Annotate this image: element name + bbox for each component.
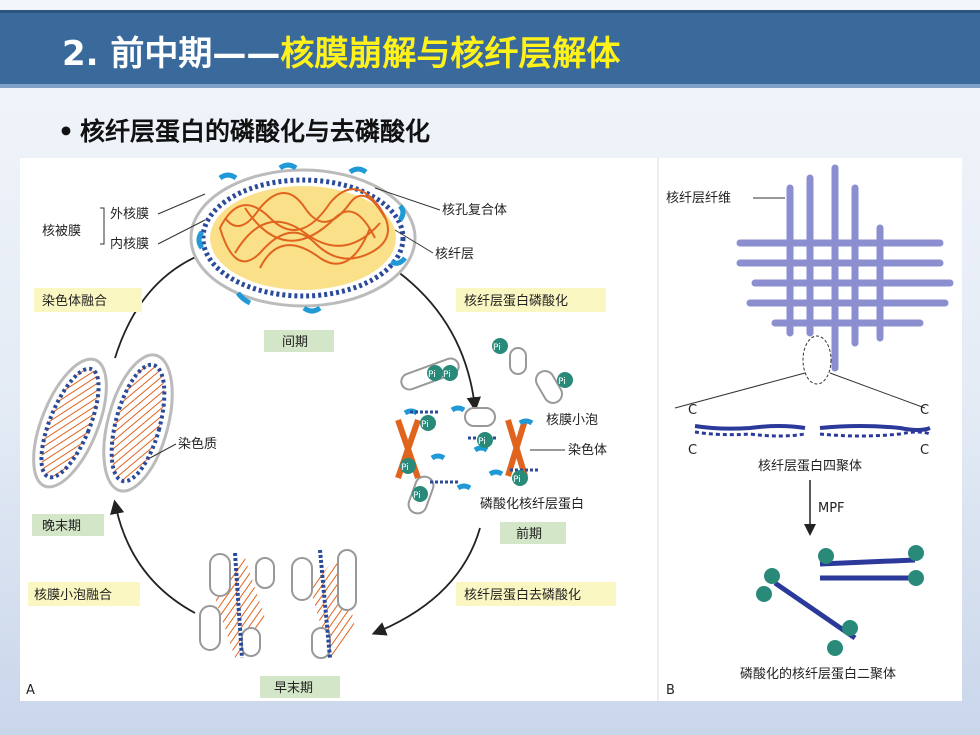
svg-text:染色体融合: 染色体融合 <box>42 293 107 309</box>
svg-text:Pi: Pi <box>478 437 486 447</box>
svg-text:晚末期: 晚末期 <box>42 519 81 534</box>
svg-text:Pi: Pi <box>421 420 429 430</box>
lamina-fiber-mesh <box>736 164 954 372</box>
box-vesicle-fusion <box>28 582 140 606</box>
svg-text:Pi: Pi <box>443 370 451 380</box>
dimers <box>773 557 916 641</box>
cycle-arrow-4 <box>110 499 196 614</box>
svg-text:Pi: Pi <box>558 377 566 387</box>
svg-text:间期: 间期 <box>282 335 308 350</box>
svg-text:Pi: Pi <box>493 343 501 353</box>
early-telophase-elements <box>199 549 357 659</box>
svg-text:核膜小泡融合: 核膜小泡融合 <box>34 588 112 603</box>
svg-text:C: C <box>688 403 697 418</box>
dimer-pi-balls <box>756 545 924 656</box>
svg-text:Pi: Pi <box>428 370 436 380</box>
nuclear-pores <box>196 162 407 314</box>
interphase-nucleus <box>189 168 417 308</box>
svg-text:早末期: 早末期 <box>274 681 313 696</box>
label-lamina: 核纤层 <box>435 247 474 262</box>
label-tetramer: 核纤层蛋白四聚体 <box>758 458 862 474</box>
pi-balls: Pi Pi Pi Pi Pi Pi Pi Pi Pi <box>400 338 573 502</box>
label-chromosome: 染色体 <box>568 442 607 458</box>
title-bar: 2. 前中期——核膜崩解与核纤层解体 <box>0 10 980 88</box>
bullet-text: 核纤层蛋白的磷酸化与去磷酸化 <box>80 117 431 146</box>
zoom-circle <box>802 335 832 385</box>
box-dephosphorylation <box>456 582 616 606</box>
svg-text:Pi: Pi <box>401 463 409 473</box>
stage-prophase <box>500 522 566 544</box>
svg-text:C: C <box>920 403 929 418</box>
label-chromatin: 染色质 <box>178 436 217 452</box>
figure-svg: 核被膜 外核膜 内核膜 核孔复合体 核纤层 染色体融合 核纤层蛋白磷酸化 核纤层… <box>26 158 954 701</box>
box-phosphorylation <box>456 288 606 312</box>
svg-text:C: C <box>688 443 697 458</box>
bullet-point: •核纤层蛋白的磷酸化与去磷酸化 <box>58 112 430 148</box>
title-highlight: 核膜崩解与核纤层解体 <box>280 34 621 74</box>
svg-text:核纤层蛋白去磷酸化: 核纤层蛋白去磷酸化 <box>464 587 581 603</box>
title-prefix: 2. 前中期—— <box>62 34 281 74</box>
cycle-arrow-3 <box>371 527 481 636</box>
box-chromosome-fusion <box>34 288 142 312</box>
svg-text:核纤层蛋白磷酸化: 核纤层蛋白磷酸化 <box>464 293 568 309</box>
cycle-arrow-2 <box>389 265 481 412</box>
stage-interphase <box>264 330 334 352</box>
label-dimer: 磷酸化的核纤层蛋白二聚体 <box>740 666 896 682</box>
svg-text:C: C <box>920 443 929 458</box>
label-fiber: 核纤层纤维 <box>666 191 731 206</box>
late-telophase-nuclei <box>32 353 174 493</box>
label-phospho-lamin: 磷酸化核纤层蛋白 <box>480 496 584 512</box>
panel-b-letter: B <box>666 683 675 698</box>
svg-text:Pi: Pi <box>513 475 521 485</box>
bullet-dot-icon: • <box>58 117 74 146</box>
cycle-arrow-1 <box>114 250 209 359</box>
tetramer <box>694 424 931 438</box>
label-nuclear-pore: 核孔复合体 <box>442 203 507 218</box>
label-envelope: 核被膜 <box>42 224 81 239</box>
svg-text:前期: 前期 <box>516 526 542 542</box>
label-mpf: MPF <box>818 501 845 516</box>
slide-title: 2. 前中期——核膜崩解与核纤层解体 <box>62 26 620 75</box>
label-outer-membrane: 外核膜 <box>110 207 149 222</box>
stage-early-telophase <box>260 676 340 698</box>
figure-panel: 核被膜 外核膜 内核膜 核孔复合体 核纤层 染色体融合 核纤层蛋白磷酸化 核纤层… <box>20 158 962 701</box>
stage-late-telophase <box>32 514 104 536</box>
label-vesicle: 核膜小泡 <box>546 413 598 428</box>
panel-a-letter: A <box>26 683 35 698</box>
label-inner-membrane: 内核膜 <box>110 236 149 252</box>
svg-text:Pi: Pi <box>413 491 421 501</box>
